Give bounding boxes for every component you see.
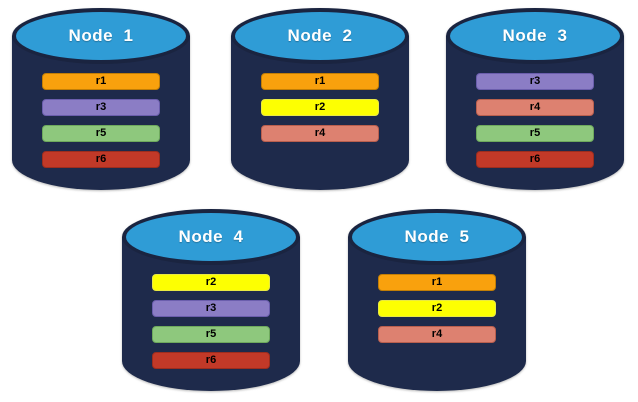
- replica-bar-r2: r2: [378, 300, 496, 317]
- replica-bar-r3: r3: [476, 73, 594, 90]
- replica-list: r1 r3 r5 r6: [12, 73, 190, 168]
- replica-list: r3 r4 r5 r6: [446, 73, 624, 168]
- replica-bar-r4: r4: [378, 326, 496, 343]
- db-node-5: Node 5 r1 r2 r4: [348, 209, 526, 391]
- replica-list: r1 r2 r4: [231, 73, 409, 142]
- cylinder-top: Node 3: [446, 8, 624, 64]
- replica-bar-r1: r1: [42, 73, 160, 90]
- cylinder-top: Node 1: [12, 8, 190, 64]
- node-title: Node 2: [287, 26, 353, 45]
- db-node-3: Node 3 r3 r4 r5 r6: [446, 8, 624, 190]
- node-title: Node 1: [68, 26, 134, 45]
- node-title: Node 3: [502, 26, 568, 45]
- replica-bar-r6: r6: [42, 151, 160, 168]
- replica-bar-r5: r5: [152, 326, 270, 343]
- db-node-1: Node 1 r1 r3 r5 r6: [12, 8, 190, 190]
- cylinder-top: Node 5: [348, 209, 526, 265]
- replica-bar-r6: r6: [152, 352, 270, 369]
- replica-bar-r1: r1: [261, 73, 379, 90]
- replica-bar-r3: r3: [42, 99, 160, 116]
- replica-bar-r1: r1: [378, 274, 496, 291]
- replica-bar-r2: r2: [261, 99, 379, 116]
- replica-bar-r4: r4: [476, 99, 594, 116]
- db-node-4: Node 4 r2 r3 r5 r6: [122, 209, 300, 391]
- cylinder-top: Node 4: [122, 209, 300, 265]
- cylinder-top: Node 2: [231, 8, 409, 64]
- replica-bar-r3: r3: [152, 300, 270, 317]
- replica-bar-r5: r5: [42, 125, 160, 142]
- replica-list: r1 r2 r4: [348, 274, 526, 343]
- db-node-2: Node 2 r1 r2 r4: [231, 8, 409, 190]
- replica-bar-r5: r5: [476, 125, 594, 142]
- replica-bar-r2: r2: [152, 274, 270, 291]
- node-title: Node 4: [178, 227, 244, 246]
- replica-bar-r4: r4: [261, 125, 379, 142]
- replica-bar-r6: r6: [476, 151, 594, 168]
- replica-list: r2 r3 r5 r6: [122, 274, 300, 369]
- node-title: Node 5: [404, 227, 470, 246]
